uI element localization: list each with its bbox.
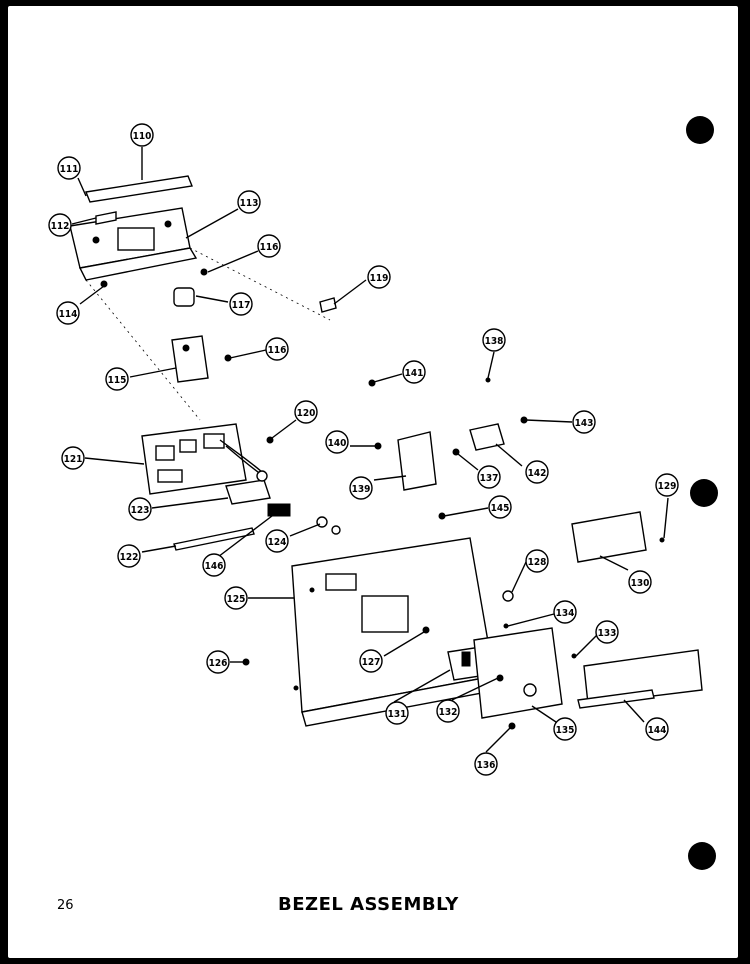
callout-110: 110 — [130, 123, 154, 147]
callout-125: 125 — [224, 586, 248, 610]
callout-label: 145 — [491, 503, 510, 514]
callout-label: 133 — [598, 628, 617, 639]
solenoid-part-117 — [173, 268, 208, 307]
callout-130: 130 — [628, 570, 652, 594]
bracket-139 — [368, 379, 460, 491]
callout-141: 141 — [402, 360, 426, 384]
callout-128: 128 — [525, 549, 549, 573]
callout-139: 139 — [349, 476, 373, 500]
callout-116-lower: 116 — [265, 337, 289, 361]
callout-113: 113 — [237, 190, 261, 214]
control-block-115 — [171, 335, 232, 383]
callout-120: 120 — [294, 400, 318, 424]
callout-134: 134 — [553, 600, 577, 624]
callout-label: 141 — [405, 368, 424, 379]
control-panel-135 — [473, 627, 577, 730]
punch-hole-bottom — [688, 842, 716, 870]
leader-lines — [71, 147, 669, 753]
callout-label: 113 — [240, 198, 259, 209]
callout-label: 134 — [556, 608, 575, 619]
callout-label: 128 — [528, 557, 547, 568]
callout-124: 124 — [265, 529, 289, 553]
callout-label: 144 — [648, 725, 667, 736]
strip-122 — [173, 527, 255, 551]
callout-label: 132 — [439, 707, 458, 718]
callout-label: 140 — [328, 438, 347, 449]
callout-label: 111 — [60, 164, 79, 175]
callout-label: 139 — [352, 484, 371, 495]
callout-131: 131 — [385, 701, 409, 725]
connector-123 — [225, 470, 271, 505]
callout-132: 132 — [436, 699, 460, 723]
callout-label: 120 — [297, 408, 316, 419]
callout-138: 138 — [482, 328, 506, 352]
callout-label: 114 — [59, 309, 78, 320]
callout-137: 137 — [477, 465, 501, 489]
callout-140: 140 — [325, 430, 349, 454]
callout-111: 111 — [57, 156, 81, 180]
callout-116-upper: 116 — [257, 234, 281, 258]
paper-sheet — [8, 6, 738, 958]
callout-115: 115 — [105, 367, 129, 391]
callout-label: 135 — [556, 725, 575, 736]
callout-114: 114 — [56, 301, 80, 325]
callout-122: 122 — [117, 544, 141, 568]
callout-label: 117 — [232, 300, 251, 311]
callout-label: 142 — [528, 468, 547, 479]
callout-119: 119 — [367, 265, 391, 289]
callout-label: 110 — [133, 131, 152, 142]
callout-121: 121 — [61, 446, 85, 470]
callout-129: 129 — [655, 473, 679, 497]
page-title: BEZEL ASSEMBLY — [278, 894, 459, 915]
callout-label: 121 — [64, 454, 83, 465]
callout-label: 126 — [209, 658, 228, 669]
part-119 — [319, 297, 337, 313]
callout-label: 138 — [485, 336, 504, 347]
callout-label: 122 — [120, 552, 139, 563]
display-plate-130 — [571, 511, 665, 563]
punch-hole-middle — [690, 479, 718, 507]
page-number: 26 — [57, 898, 74, 913]
callout-142: 142 — [525, 460, 549, 484]
callout-label: 123 — [131, 505, 150, 516]
callout-133: 133 — [595, 620, 619, 644]
callout-123: 123 — [128, 497, 152, 521]
callout-label: 143 — [575, 418, 594, 429]
callout-label: 119 — [370, 273, 389, 284]
bracket-142 — [469, 377, 528, 451]
callout-135: 135 — [553, 717, 577, 741]
callout-label: 129 — [658, 481, 677, 492]
callout-label: 127 — [362, 657, 381, 668]
callout-146: 146 — [202, 553, 226, 577]
circuit-board-121 — [141, 423, 274, 495]
callout-145: 145 — [488, 495, 512, 519]
label-146 — [267, 503, 291, 517]
window-144 — [577, 649, 703, 709]
callout-143: 143 — [572, 410, 596, 434]
callout-label: 131 — [388, 709, 407, 720]
callout-label: 124 — [268, 537, 287, 548]
knob-124 — [316, 516, 341, 535]
callout-112: 112 — [48, 213, 72, 237]
callout-117: 117 — [229, 292, 253, 316]
top-bracket-assembly — [69, 175, 331, 421]
callout-label: 136 — [477, 760, 496, 771]
callout-label: 146 — [205, 561, 224, 572]
bezel-frame-125 — [242, 512, 499, 727]
callout-label: 130 — [631, 578, 650, 589]
callout-label: 116 — [268, 345, 287, 356]
callout-label: 137 — [480, 473, 499, 484]
callout-127: 127 — [359, 649, 383, 673]
callout-label: 112 — [51, 221, 70, 232]
callout-144: 144 — [645, 717, 669, 741]
callout-126: 126 — [206, 650, 230, 674]
punch-hole-top — [686, 116, 714, 144]
callout-label: 125 — [227, 594, 246, 605]
callout-label: 116 — [260, 242, 279, 253]
callout-label: 115 — [108, 375, 127, 386]
callout-136: 136 — [474, 752, 498, 776]
